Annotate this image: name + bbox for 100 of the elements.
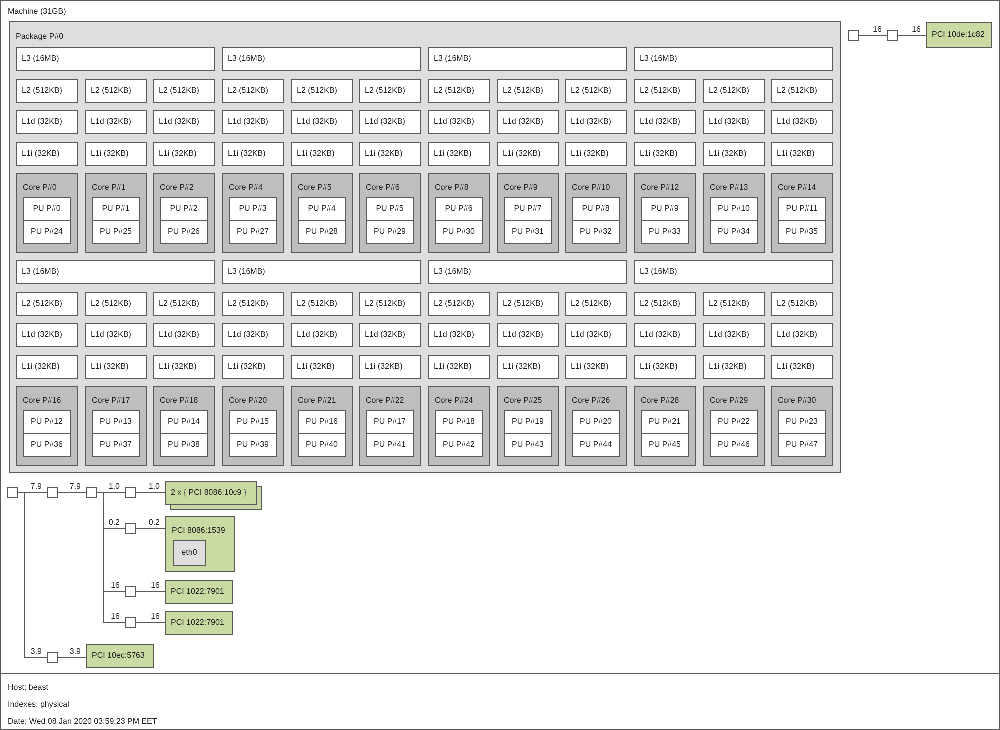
cache-box: L2 (512KB) (428, 79, 490, 103)
core-title: Core P#26 (572, 396, 610, 406)
core-panel (222, 386, 284, 466)
cache-box: L1i (32KB) (16, 142, 78, 166)
connector-line (136, 492, 166, 493)
cache-box: L1i (32KB) (771, 355, 833, 379)
cache-box: L1i (32KB) (153, 142, 215, 166)
core-panel (703, 173, 765, 253)
cache-box: L2 (512KB) (222, 292, 284, 316)
machine-title: Machine (31GB) (8, 7, 66, 17)
cache-box: L1d (32KB) (359, 110, 421, 134)
cache-box: L1i (32KB) (153, 355, 215, 379)
pu-box: PU P#4 (298, 197, 346, 221)
pu-box: PU P#21 (641, 410, 689, 434)
cache-box: L2 (512KB) (497, 79, 559, 103)
edge-label: 16 (110, 580, 121, 590)
pu-box: PU P#42 (435, 433, 483, 457)
connector-line (136, 591, 166, 592)
pci-bridge-square (47, 652, 58, 663)
edge-label: 7.9 (68, 482, 82, 490)
cache-box: L2 (512KB) (85, 292, 147, 316)
cache-box: L2 (512KB) (497, 292, 559, 316)
pu-box: PU P#40 (298, 433, 346, 457)
cache-box: L2 (512KB) (153, 79, 215, 103)
core-panel (85, 386, 147, 466)
pu-box: PU P#3 (229, 197, 277, 221)
cache-box: L1i (32KB) (771, 142, 833, 166)
cache-box: L1d (32KB) (428, 110, 490, 134)
cache-box: L1i (32KB) (291, 142, 353, 166)
core-panel (291, 173, 353, 253)
pu-box: PU P#17 (366, 410, 414, 434)
connector-line (898, 35, 926, 36)
cache-box: L2 (512KB) (359, 79, 421, 103)
cache-box: L1d (32KB) (16, 323, 78, 347)
cache-box: L3 (16MB) (634, 260, 833, 284)
core-title: Core P#16 (23, 396, 62, 406)
core-title: Core P#25 (504, 396, 542, 406)
pu-box: PU P#13 (92, 410, 140, 434)
pu-box: PU P#43 (504, 433, 552, 457)
cache-box: L1i (32KB) (85, 142, 147, 166)
cache-box: L3 (16MB) (222, 260, 421, 284)
pu-box: PU P#47 (778, 433, 826, 457)
footer-text: Date: Wed 08 Jan 2020 03:59:23 PM EET (8, 717, 158, 727)
edge-label: 1.0 (108, 482, 121, 490)
pu-box: PU P#45 (641, 433, 689, 457)
connector-line (58, 657, 86, 658)
cache-box: L1i (32KB) (359, 142, 421, 166)
pu-box: PU P#9 (641, 197, 689, 221)
core-title: Core P#21 (298, 396, 336, 406)
core-title: Core P#8 (435, 183, 469, 193)
device-title: PCI 8086:1539 (172, 526, 226, 536)
edge-label: 0.2 (148, 518, 161, 526)
core-title: Core P#17 (92, 396, 130, 406)
pu-box: PU P#16 (298, 410, 346, 434)
cache-box: L2 (512KB) (771, 79, 833, 103)
cache-box: L1i (32KB) (497, 355, 559, 379)
core-title: Core P#5 (298, 183, 332, 193)
core-panel (85, 173, 147, 253)
pu-box: PU P#12 (23, 410, 71, 434)
cache-box: L2 (512KB) (359, 292, 421, 316)
cache-box: L1i (32KB) (85, 355, 147, 379)
core-title: Core P#9 (504, 183, 538, 193)
cache-box: L3 (16MB) (428, 47, 627, 71)
connector-line (136, 622, 166, 623)
cache-box: L1i (32KB) (222, 355, 284, 379)
pu-box: PU P#44 (572, 433, 620, 457)
core-panel (359, 386, 421, 466)
core-title: Core P#29 (710, 396, 748, 406)
edge-label: 0.2 (108, 518, 121, 526)
core-panel (634, 173, 696, 253)
edge-label: 16 (150, 612, 161, 620)
core-panel (771, 386, 833, 466)
core-panel (428, 173, 490, 253)
cache-box: L1d (32KB) (565, 110, 627, 134)
core-title: Core P#20 (229, 396, 268, 406)
core-panel (565, 386, 627, 466)
core-panel (565, 173, 627, 253)
cache-box: L1d (32KB) (771, 323, 833, 347)
footer-text: Host: beast (8, 683, 48, 693)
pci-device-box (165, 516, 235, 572)
edge-label: 3.9 (30, 646, 43, 656)
cache-box: L1d (32KB) (291, 110, 353, 134)
cache-box: L1d (32KB) (428, 323, 490, 347)
cache-box: L1d (32KB) (222, 110, 284, 134)
cache-box: L1i (32KB) (291, 355, 353, 379)
cache-box: L1d (32KB) (153, 110, 215, 134)
pu-box: PU P#26 (160, 220, 208, 244)
cache-box: L2 (512KB) (85, 79, 147, 103)
pci-bridge-square (47, 487, 58, 498)
pu-box: PU P#18 (435, 410, 483, 434)
cache-box: L1d (32KB) (497, 110, 559, 134)
pu-box: PU P#10 (710, 197, 758, 221)
pu-box: PU P#11 (778, 197, 826, 221)
cache-box: L2 (512KB) (565, 79, 627, 103)
cache-box: L1i (32KB) (634, 355, 696, 379)
cache-box: L3 (16MB) (16, 47, 215, 71)
pu-box: PU P#19 (504, 410, 552, 434)
core-title: Core P#18 (160, 396, 198, 406)
core-panel (497, 173, 559, 253)
pu-box: PU P#1 (92, 197, 140, 221)
